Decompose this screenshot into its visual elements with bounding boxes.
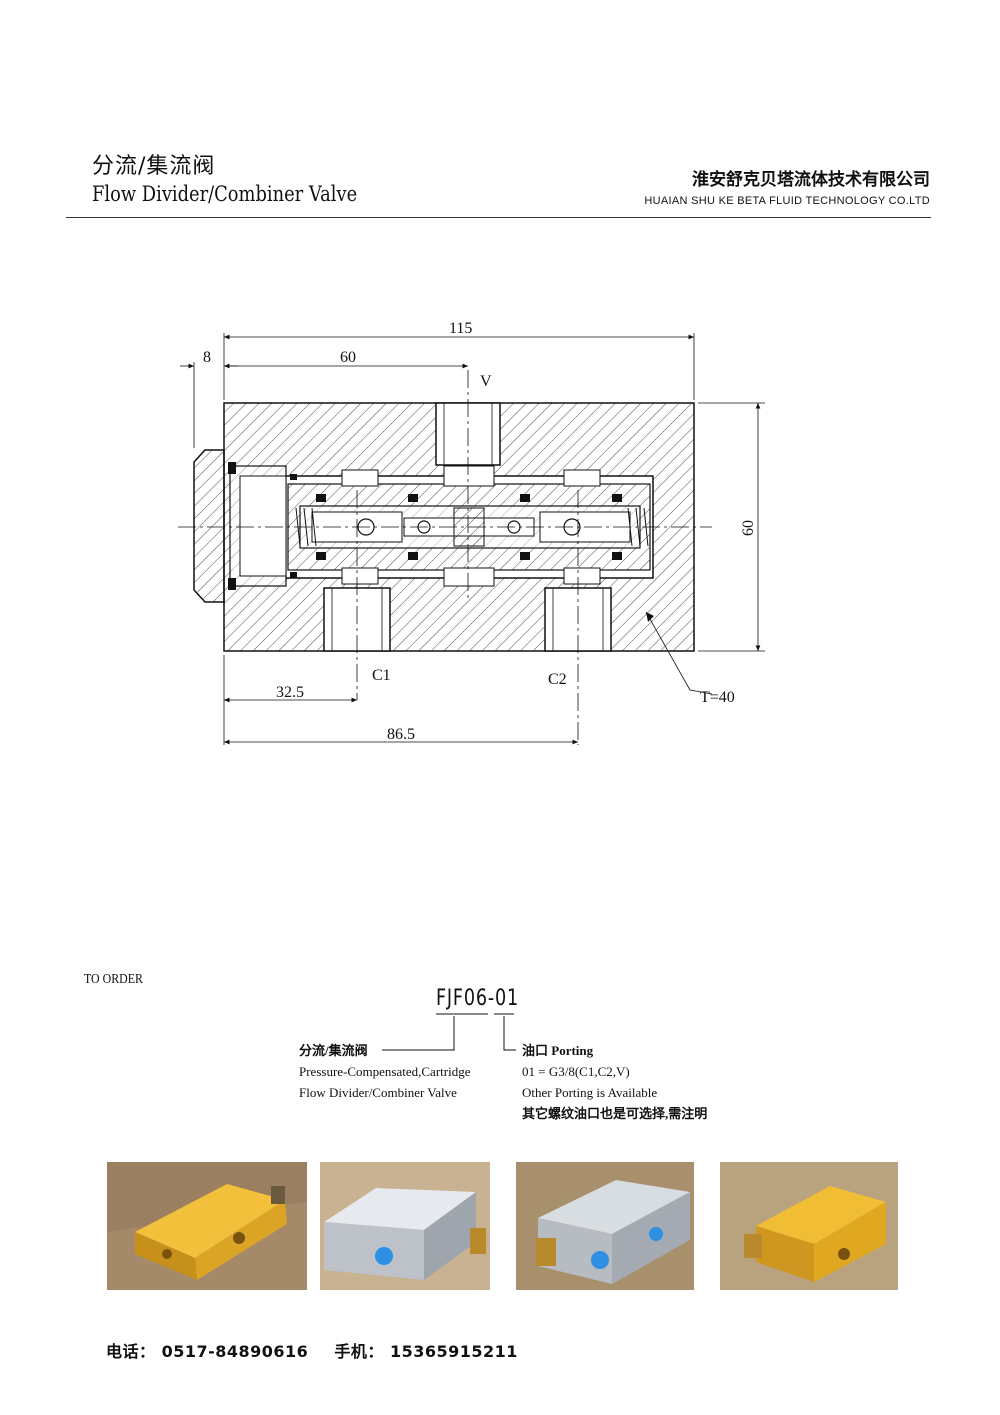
- contact-mobile: 手机： 15365915211: [334, 1342, 518, 1361]
- thickness-label: T=40: [700, 689, 735, 706]
- dim-port-v-position: 60: [340, 349, 356, 366]
- porting-other: Other Porting is Available: [522, 1085, 658, 1100]
- header-divider: [66, 217, 931, 218]
- product-photo-aluminum-2: [516, 1162, 694, 1290]
- order-description: 分流/集流阀 Pressure-Compensated,Cartridge Fl…: [299, 1040, 470, 1103]
- order-heading: TO ORDER: [84, 972, 143, 987]
- model-code: FJF06-01: [436, 986, 519, 1011]
- product-photo-aluminum-1: [320, 1162, 490, 1290]
- page-title-en: Flow Divider/Combiner Valve: [92, 182, 358, 206]
- valve-cross-section-drawing: 115 8 60 V 60 C1 C2 32.5 86.5 T=40: [178, 320, 765, 745]
- porting-heading: 油口 Porting: [522, 1043, 594, 1058]
- dim-offset: 8: [203, 349, 211, 366]
- company-name-en: HUAIAN SHU KE BETA FLUID TECHNOLOGY CO.L…: [644, 195, 930, 207]
- porting-note-cn: 其它螺纹油口也是可选择,需注明: [522, 1106, 708, 1121]
- product-photo-gold-1: [107, 1162, 307, 1290]
- port-v-label: V: [480, 373, 492, 390]
- port-c1-label: C1: [372, 667, 391, 684]
- porting-option-01: 01 = G3/8(C1,C2,V): [522, 1064, 630, 1079]
- company-name-cn: 淮安舒克贝塔流体技术有限公司: [692, 170, 930, 190]
- porting-description: 油口 Porting 01 = G3/8(C1,C2,V) Other Port…: [522, 1040, 707, 1124]
- dim-total-length: 115: [449, 320, 472, 337]
- product-photo-gold-2: [720, 1162, 898, 1290]
- page-title-cn: 分流/集流阀: [92, 154, 216, 179]
- valve-end-cap: [193, 449, 225, 603]
- order-desc-line2: Pressure-Compensated,Cartridge: [299, 1064, 471, 1079]
- contact-phone: 电话： 0517-84890616: [106, 1342, 309, 1361]
- order-desc-line3: Flow Divider/Combiner Valve: [299, 1085, 457, 1100]
- contact-info: 电话： 0517-84890616 手机： 15365915211: [106, 1338, 538, 1362]
- dim-height: 60: [740, 520, 757, 536]
- order-desc-cn: 分流/集流阀: [299, 1043, 368, 1058]
- port-c2-label: C2: [548, 671, 567, 688]
- dim-c1-position: 32.5: [276, 684, 304, 701]
- dim-c2-position: 86.5: [387, 726, 415, 743]
